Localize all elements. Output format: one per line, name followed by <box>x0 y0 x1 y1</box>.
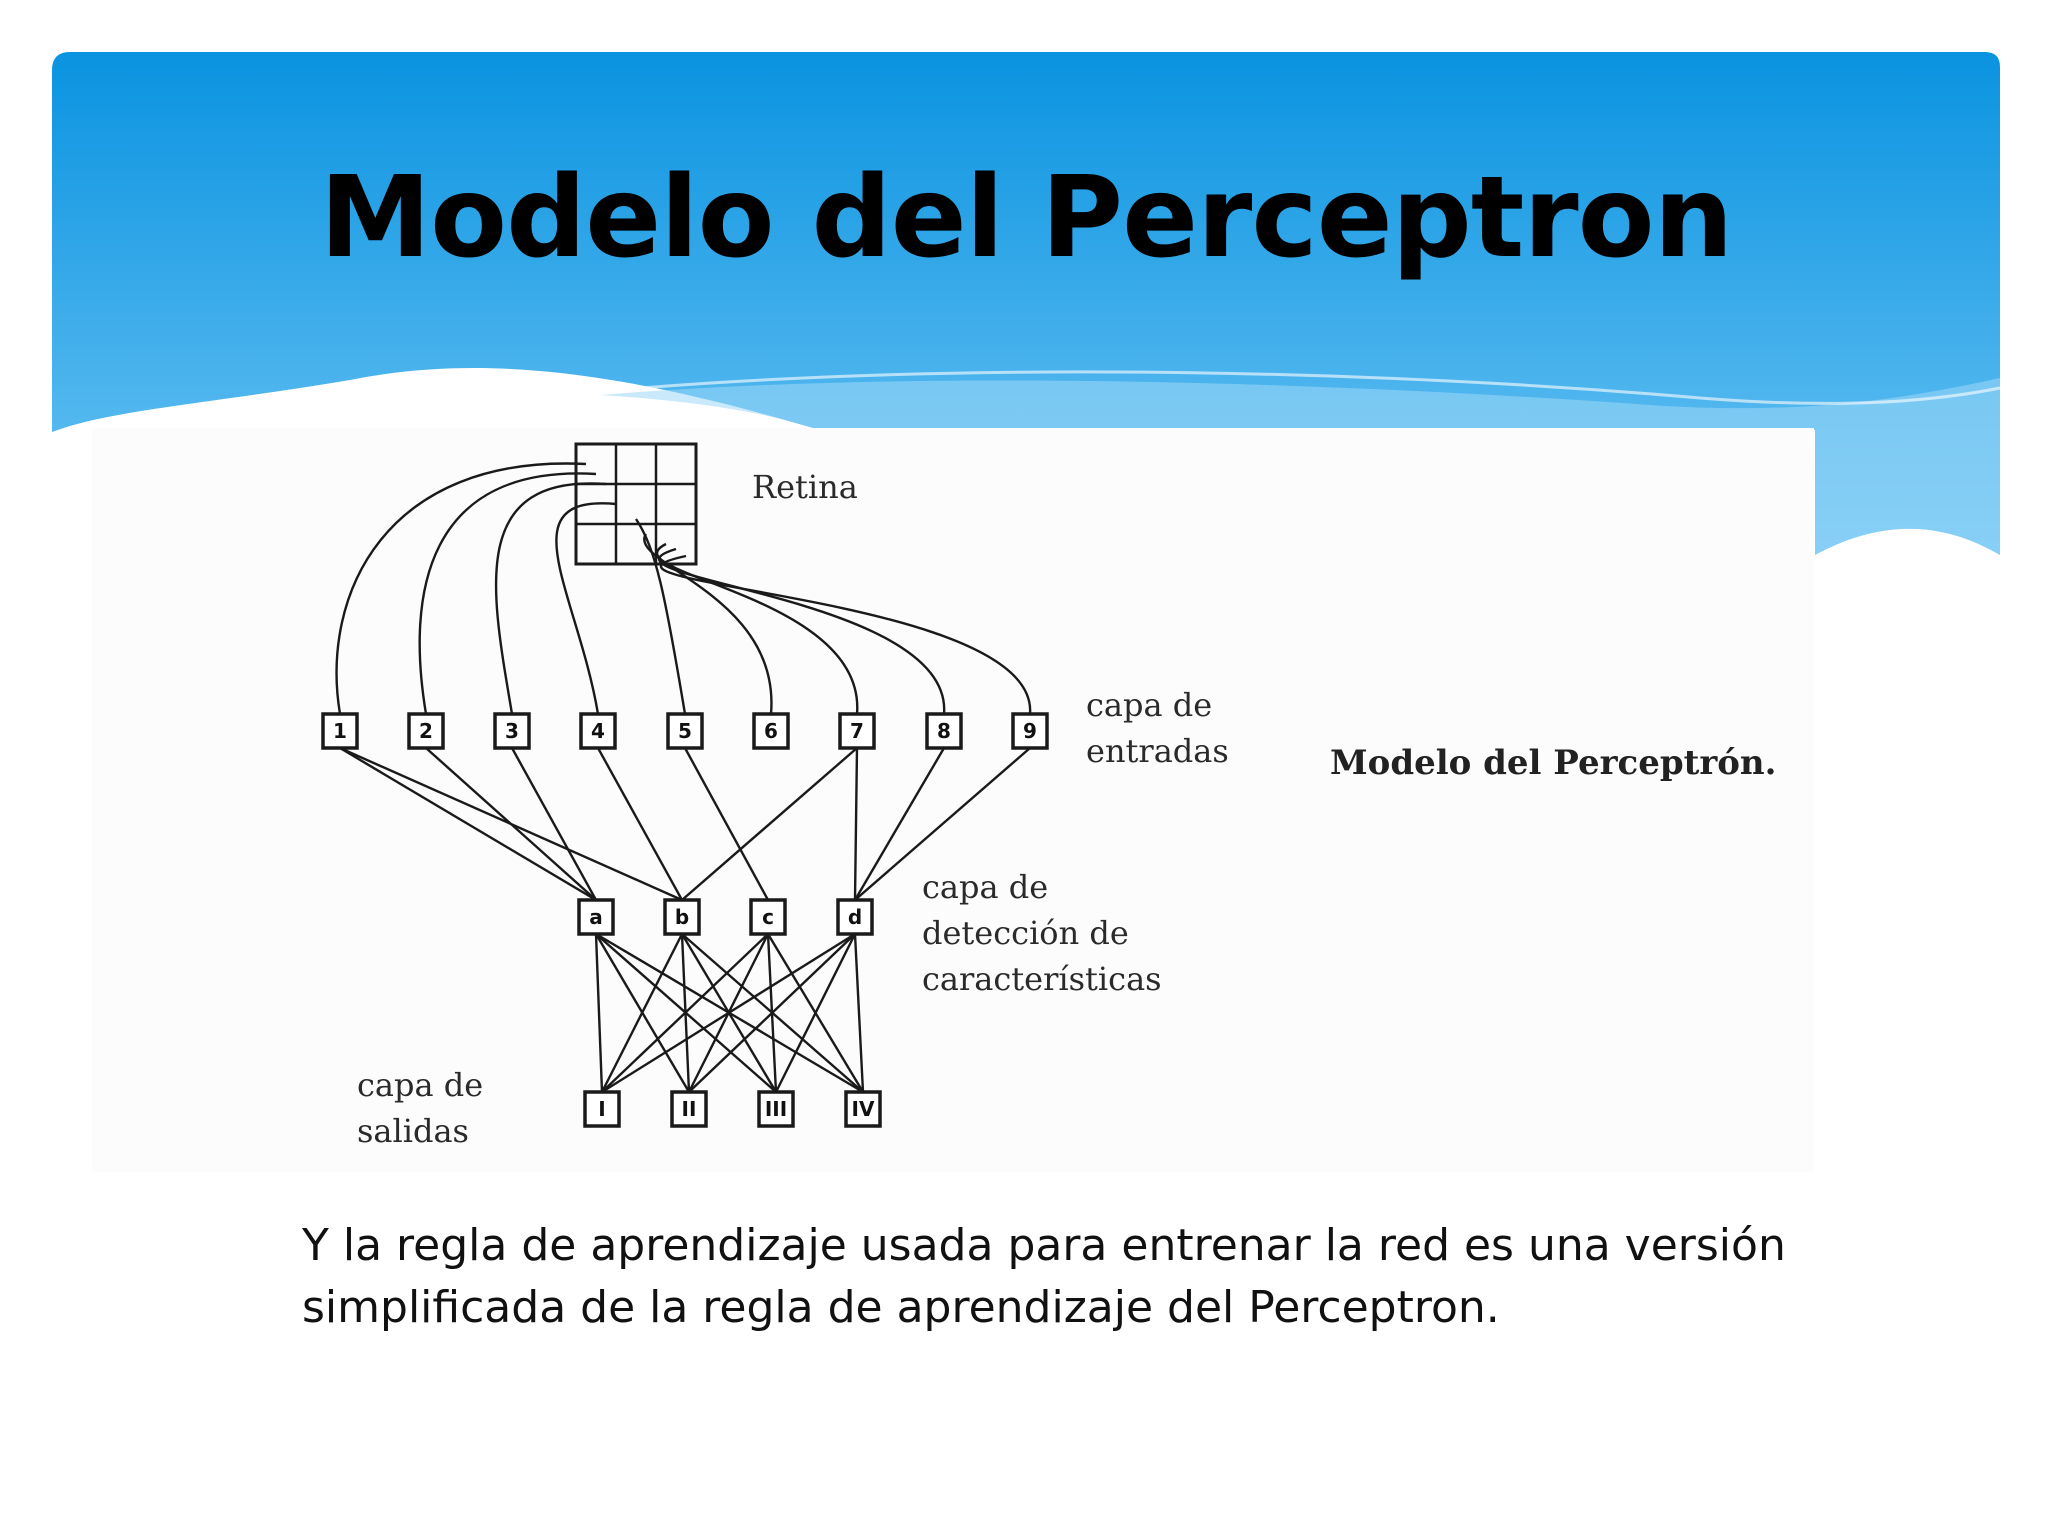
detection-output-connection <box>601 932 856 1094</box>
input-node: 6 <box>752 712 790 750</box>
input-node-label: 8 <box>937 719 951 743</box>
retina-connection <box>655 542 859 715</box>
output-node-label: II <box>682 1097 697 1121</box>
detection-output-connection <box>688 933 856 1093</box>
detection-node: b <box>663 898 701 936</box>
detection-node-label: c <box>762 905 774 929</box>
detection-output-connection <box>601 933 769 1093</box>
detection-layer-label: características <box>922 960 1162 998</box>
detection-output-connection <box>853 933 865 1093</box>
output-node: IV <box>844 1090 882 1128</box>
input-node-label: 7 <box>850 719 864 743</box>
input-layer-label: entradas <box>1086 732 1229 770</box>
detection-layer-label: detección de <box>922 914 1129 952</box>
input-node-label: 6 <box>764 719 778 743</box>
body-text: Y la regla de aprendizaje usada para ent… <box>302 1215 1822 1339</box>
input-node-label: 9 <box>1023 719 1037 743</box>
header-wave-line <box>639 370 2001 405</box>
retina-connection <box>657 547 946 715</box>
detection-output-connection <box>594 933 604 1093</box>
detection-output-connection <box>600 933 684 1093</box>
body-line-1: Y la regla de aprendizaje usada para ent… <box>302 1220 1786 1271</box>
input-detection-connection <box>425 747 597 901</box>
retina-label: Retina <box>752 468 858 506</box>
output-node-label: III <box>765 1097 787 1121</box>
retina-connection <box>635 518 687 715</box>
input-node: 4 <box>579 712 617 750</box>
detection-layer-label: capa de <box>922 868 1048 906</box>
retina-connection <box>643 533 773 715</box>
input-detection-connection <box>339 746 597 902</box>
output-node-label: IV <box>852 1097 875 1121</box>
input-detection-connection <box>510 747 598 901</box>
detection-node: c <box>749 898 787 936</box>
detection-node: d <box>836 898 874 936</box>
input-node: 8 <box>925 712 963 750</box>
input-node: 1 <box>321 712 359 750</box>
body-line-2: simplificada de la regla de aprendizaje … <box>302 1282 1500 1333</box>
retina-connection <box>418 472 597 715</box>
input-detection-connection <box>853 747 946 901</box>
input-node: 7 <box>838 712 876 750</box>
diagram-background <box>92 428 1814 1172</box>
input-node: 3 <box>493 712 531 750</box>
input-detection-connection <box>853 747 859 901</box>
slide-title: Modelo del Perceptron <box>319 153 1734 283</box>
input-node-label: 2 <box>419 719 433 743</box>
input-node: 2 <box>407 712 445 750</box>
detection-node: a <box>577 898 615 936</box>
input-detection-connection <box>596 747 684 901</box>
output-node: III <box>757 1090 795 1128</box>
input-node-label: 4 <box>591 719 605 743</box>
output-layer-label: capa de <box>357 1066 483 1104</box>
output-node: II <box>670 1090 708 1128</box>
diagram-caption: Modelo del Perceptrón. <box>1330 743 1776 783</box>
output-layer-label: salidas <box>357 1112 469 1150</box>
input-node: 5 <box>666 712 704 750</box>
detection-node-label: a <box>589 905 603 929</box>
input-detection-connection <box>854 747 1031 901</box>
input-detection-connection <box>683 747 770 901</box>
output-node-label: I <box>598 1097 605 1121</box>
retina-connection <box>660 554 1032 715</box>
header-wave-light <box>600 378 2000 555</box>
input-node-label: 1 <box>333 719 347 743</box>
retina-connection <box>335 462 587 715</box>
detection-output-connection <box>774 933 857 1093</box>
input-node-label: 5 <box>678 719 692 743</box>
retina-connection <box>494 482 607 715</box>
retina-connection <box>555 502 617 715</box>
output-node: I <box>583 1090 621 1128</box>
input-node: 9 <box>1011 712 1049 750</box>
input-detection-connection <box>681 747 858 901</box>
retina-grid <box>574 442 698 566</box>
detection-node-label: d <box>848 905 862 929</box>
input-node-label: 3 <box>505 719 519 743</box>
input-layer-label: capa de <box>1086 686 1212 724</box>
detection-node-label: b <box>675 905 689 929</box>
